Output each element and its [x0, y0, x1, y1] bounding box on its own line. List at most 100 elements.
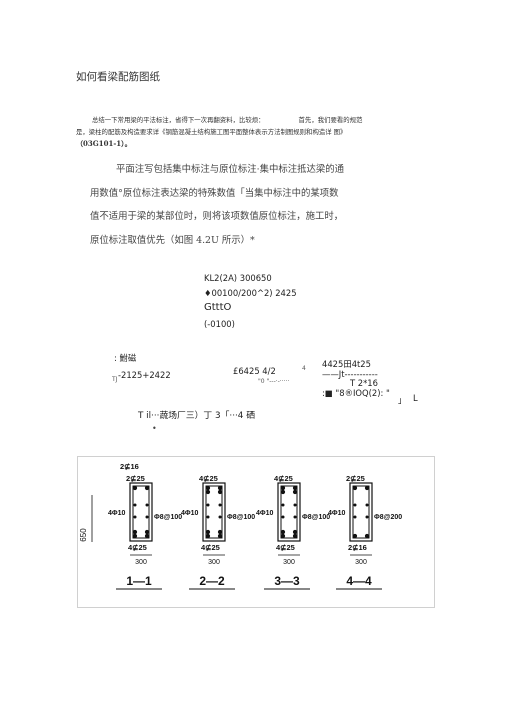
intro-line-2: 是，梁柱的配筋及构造要求详《钢筋混凝土结构施工图平面整体表示方法制图规则和构造详…	[76, 128, 347, 136]
section-caption-line: T il···蔬场厂三）丁 3「···4 硒	[138, 411, 255, 421]
side-rebar	[145, 515, 149, 519]
stirrup	[132, 485, 150, 539]
left-label-b: -2125+2422	[118, 370, 171, 380]
bottom-rebar	[292, 533, 298, 539]
right-label-b: ——Jt-----------	[322, 369, 378, 379]
stirrup-label: Φ8@100	[227, 514, 255, 521]
bottom-rebar	[144, 529, 150, 535]
right-label-a: 4425田4t25	[322, 359, 371, 369]
bottom-rebar	[280, 529, 286, 535]
side-rebar	[353, 503, 357, 507]
side-rebar	[293, 503, 297, 507]
top-rebar	[217, 489, 223, 495]
top-rebar	[217, 485, 223, 491]
right-label-e: 」	[398, 395, 407, 405]
intro-text: 总结一下常用梁的平法标注，省得下一次再翻资料，比较烦： 首先，我们要看的规范 是，…	[76, 114, 426, 150]
bottom-rebar	[132, 533, 138, 539]
section-bottom-bars-label: 4⊈25	[201, 543, 220, 552]
section-outline	[349, 482, 373, 542]
top-rebar	[292, 485, 298, 491]
section-figure-svg: 650 2⊈16 2⊈254Φ10Φ8@1004⊈253001—14⊈254Φ1…	[79, 462, 402, 590]
width-dimension-label: 300	[135, 559, 147, 566]
top-rebar	[292, 489, 298, 495]
bullet-dot: •	[152, 424, 157, 433]
section-top-bars-label: 2⊈25	[346, 474, 365, 483]
section-bottom-bars-label: 4⊈25	[276, 543, 295, 552]
stirrup	[352, 485, 370, 539]
left-label-a: : 鮒磁	[114, 353, 137, 363]
bottom-rebar	[364, 533, 370, 539]
page-title: 如何看梁配筋图纸	[76, 71, 160, 83]
width-dimension-label: 300	[355, 559, 367, 566]
bottom-rebar	[217, 529, 223, 535]
side-rebar	[145, 503, 149, 507]
paragraph-line-1: 平面注写包括集中标注与原位标注·集中标注抵达梁的通	[116, 164, 344, 175]
side-rebar	[365, 503, 369, 507]
top-rebar	[144, 485, 150, 491]
top-rebar	[205, 489, 211, 495]
bottom-rebar	[352, 533, 358, 539]
central-label-line-3: GtttO	[204, 302, 232, 313]
intro-line-1a: 总结一下常用梁的平法标注，省得下一次再翻资料，比较烦：	[92, 116, 265, 124]
side-rebar	[353, 515, 357, 519]
stirrup-label: Φ8@100	[302, 514, 330, 521]
width-dimension-label: 300	[283, 559, 295, 566]
side-rebar	[293, 515, 297, 519]
section-name: 3—3	[274, 574, 300, 588]
side-rebar	[218, 503, 222, 507]
side-bars-label: 4Φ10	[328, 510, 346, 517]
section-name: 4—4	[346, 574, 372, 588]
right-label-c: T 2*16	[350, 378, 378, 388]
bottom-rebar	[144, 533, 150, 539]
right-label-d: :■ "8®IOQ(2): "	[322, 388, 390, 398]
top-rebar	[280, 485, 286, 491]
side-bars-label: 4Φ10	[256, 510, 274, 517]
left-label-b2: TJ	[112, 376, 118, 383]
side-rebar	[281, 503, 285, 507]
mid-label-b: "0 "---·-·····	[258, 378, 290, 385]
side-rebar	[281, 515, 285, 519]
mid-label-a: £6425 4/2	[233, 366, 276, 376]
top-rebar	[280, 489, 286, 495]
bottom-rebar	[217, 533, 223, 539]
bottom-rebar	[132, 529, 138, 535]
stirrup	[280, 485, 298, 539]
section-top-bars-label: 2⊈25	[126, 474, 145, 483]
section-top-bars-label: 4⊈25	[199, 474, 218, 483]
width-dimension-label: 300	[208, 559, 220, 566]
stirrup	[205, 485, 223, 539]
bottom-rebar	[205, 529, 211, 535]
top-rebar	[352, 485, 358, 491]
side-rebar	[206, 515, 210, 519]
side-bars-label: 4Φ10	[108, 510, 126, 517]
side-rebar	[218, 515, 222, 519]
intro-line-3: （03G101-1）。	[76, 139, 132, 148]
paragraph-line-4: 原位标注取值优先（如图 4.2U 所示）*	[90, 234, 255, 246]
right-label-f: L	[413, 393, 418, 403]
top-rebar	[132, 485, 138, 491]
intro-line-1b: 首先，我们要看的规范	[298, 116, 363, 124]
side-rebar	[206, 503, 210, 507]
section-name: 1—1	[126, 574, 152, 588]
side-bars-label: 4Φ10	[181, 510, 199, 517]
paragraph-line-2: 用数值°原位标注表达梁的特殊数值「当集中标注中的某项数	[90, 187, 339, 199]
top-rebar	[364, 485, 370, 491]
section-name: 2—2	[199, 574, 225, 588]
body-paragraph: 平面注写包括集中标注与原位标注·集中标注抵达梁的通 用数值°原位标注表达梁的特殊…	[90, 158, 410, 252]
paragraph-line-3: 值不适用于梁的某部位时，则将该项数值原位标注，施工时，	[90, 211, 344, 222]
side-rebar	[133, 515, 137, 519]
central-label-line-1: KL2(2A) 300650	[204, 273, 272, 283]
section-outline	[277, 482, 301, 542]
mid-label-a-sup: 4	[302, 365, 306, 372]
top-rebar	[205, 485, 211, 491]
side-rebar	[133, 503, 137, 507]
section-outline	[129, 482, 153, 542]
stirrup-label: Φ8@200	[374, 514, 402, 521]
central-label-line-4: (-0100)	[204, 319, 235, 329]
bottom-rebar	[280, 533, 286, 539]
height-dimension-label: 650	[79, 528, 88, 542]
stirrup-label: Φ8@100	[154, 514, 182, 521]
section-outline	[202, 482, 226, 542]
top-note: 2⊈16	[120, 462, 139, 471]
